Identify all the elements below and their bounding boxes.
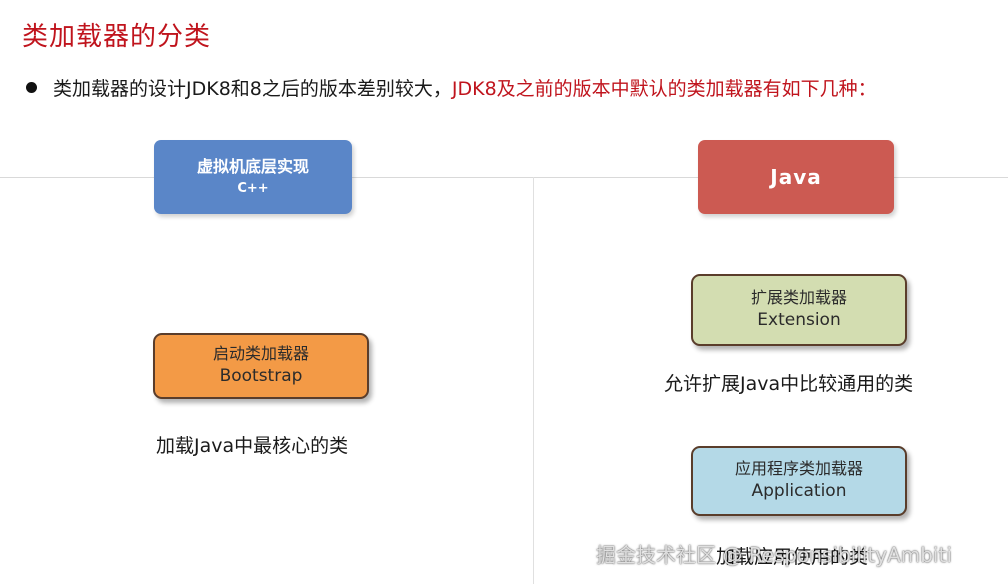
java-implementation-header: Java xyxy=(698,140,894,214)
bullet-dot-icon xyxy=(26,82,37,93)
horizontal-divider xyxy=(0,177,1008,178)
extension-loader-name-en: Extension xyxy=(757,310,841,331)
extension-loader-name-cn: 扩展类加载器 xyxy=(750,288,847,308)
bootstrap-loader-description: 加载Java中最核心的类 xyxy=(156,435,349,457)
bullet-text-black: 类加载器的设计JDK8和8之后的版本差别较大， xyxy=(53,78,452,100)
java-header-title: Java xyxy=(770,164,822,189)
bootstrap-loader-box: 启动类加载器 Bootstrap xyxy=(153,333,369,399)
bullet-point: 类加载器的设计JDK8和8之后的版本差别较大，JDK8及之前的版本中默认的类加载… xyxy=(26,74,877,101)
native-implementation-header: 虚拟机底层实现 C++ xyxy=(154,140,352,214)
extension-loader-description: 允许扩展Java中比较通用的类 xyxy=(664,373,914,395)
application-loader-name-en: Application xyxy=(751,481,847,502)
native-header-title: 虚拟机底层实现 xyxy=(196,156,309,176)
extension-loader-box: 扩展类加载器 Extension xyxy=(691,274,907,346)
bootstrap-loader-name-en: Bootstrap xyxy=(219,366,303,387)
bullet-text-red: JDK8及之前的版本中默认的类加载器有如下几种： xyxy=(451,78,877,100)
bootstrap-loader-name-cn: 启动类加载器 xyxy=(212,344,309,364)
native-header-subtitle: C++ xyxy=(237,180,269,196)
application-loader-box: 应用程序类加载器 Application xyxy=(691,446,907,516)
application-loader-description: 加载应用使用的类 xyxy=(716,546,869,568)
vertical-divider xyxy=(533,177,534,584)
watermark: 掘金技术社区 @ ResponsibilityAmbiti xyxy=(596,543,952,567)
application-loader-name-cn: 应用程序类加载器 xyxy=(734,459,863,479)
slide-title: 类加载器的分类 xyxy=(22,22,212,52)
